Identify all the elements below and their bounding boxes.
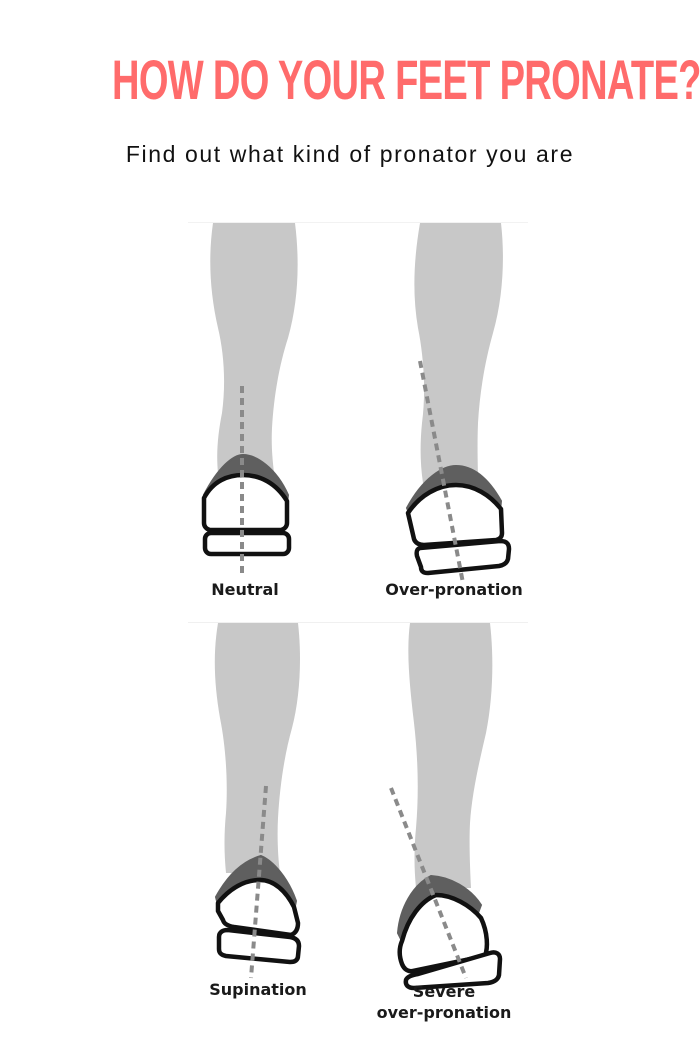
neutral-foot-illustration (201, 223, 298, 573)
alignment-axis-line (249, 785, 268, 979)
label-supination: Supination (209, 980, 307, 999)
leg-silhouette (214, 623, 300, 873)
shoe-upper (397, 892, 490, 974)
over-pronation-foot-illustration (405, 223, 512, 584)
diagram-panel-top: Neutral Over-pronation (188, 222, 528, 621)
label-neutral: Neutral (211, 580, 279, 599)
label-severe: Severe (412, 982, 476, 1001)
pronation-diagrams-top (201, 223, 512, 584)
severe-over-pronation-foot-illustration (389, 623, 503, 991)
page-title: HOW DO YOUR FEET PRONATE? (112, 48, 700, 111)
leg-silhouette (414, 223, 503, 483)
supination-foot-illustration (214, 623, 302, 979)
shoe-upper (201, 472, 290, 533)
alignment-axis-line (418, 360, 465, 584)
page-subtitle: Find out what kind of pronator you are (125, 141, 575, 167)
label-over-pronation: Over-pronation (385, 580, 523, 599)
shoe-sole (414, 538, 512, 576)
leg-silhouette (408, 623, 493, 888)
label-over-pronation-severe: over-pronation (376, 1003, 512, 1022)
shoe-upper (405, 482, 505, 548)
shoe-sole (202, 530, 292, 557)
diagram-panel-bottom: Supination Severe over-pronation (188, 622, 528, 1033)
shoe-sole (216, 927, 302, 965)
alignment-axis-line (389, 787, 468, 979)
shoe-sole (403, 950, 503, 991)
pronation-diagrams-bottom (214, 623, 503, 991)
leg-silhouette (210, 223, 298, 473)
